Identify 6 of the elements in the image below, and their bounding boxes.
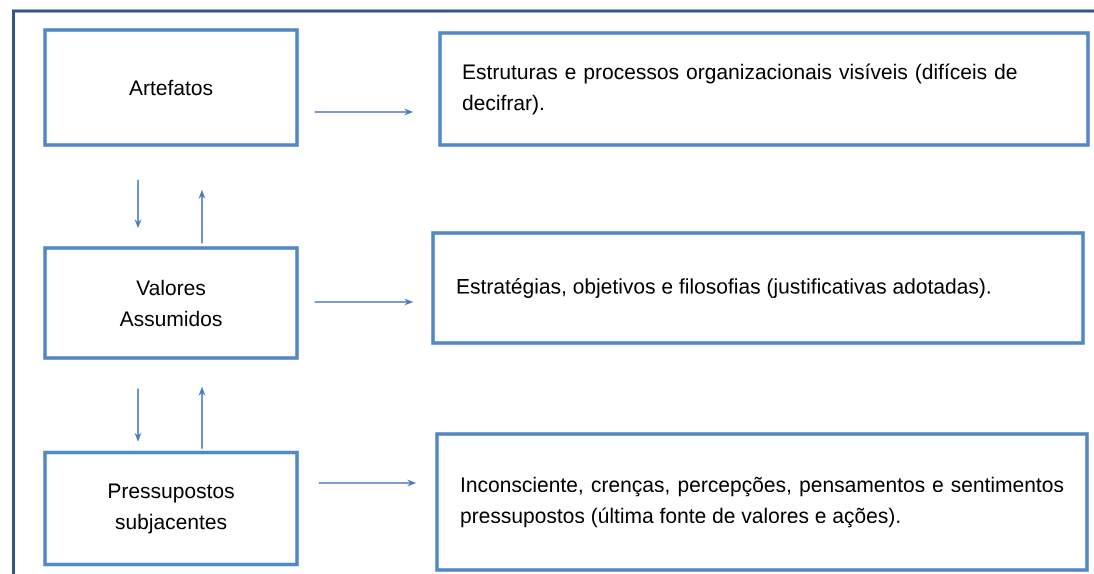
- description-box: Inconsciente, crenças, percepções, pensamentos e sentimentos pressupostos (última fonte de valores e ações).: [435, 432, 1089, 572]
- level-box: Artefatos: [43, 28, 299, 147]
- level-box: Valores Assumidos: [43, 246, 299, 360]
- description-box: Estratégias, objetivos e filosofias (justificativas adotadas).: [431, 231, 1085, 345]
- description-box: Estruturas e processos organizacionais visíveis (difíceis de decifrar).: [438, 31, 1090, 147]
- level-box: Pressupostos subjacentes: [43, 450, 299, 567]
